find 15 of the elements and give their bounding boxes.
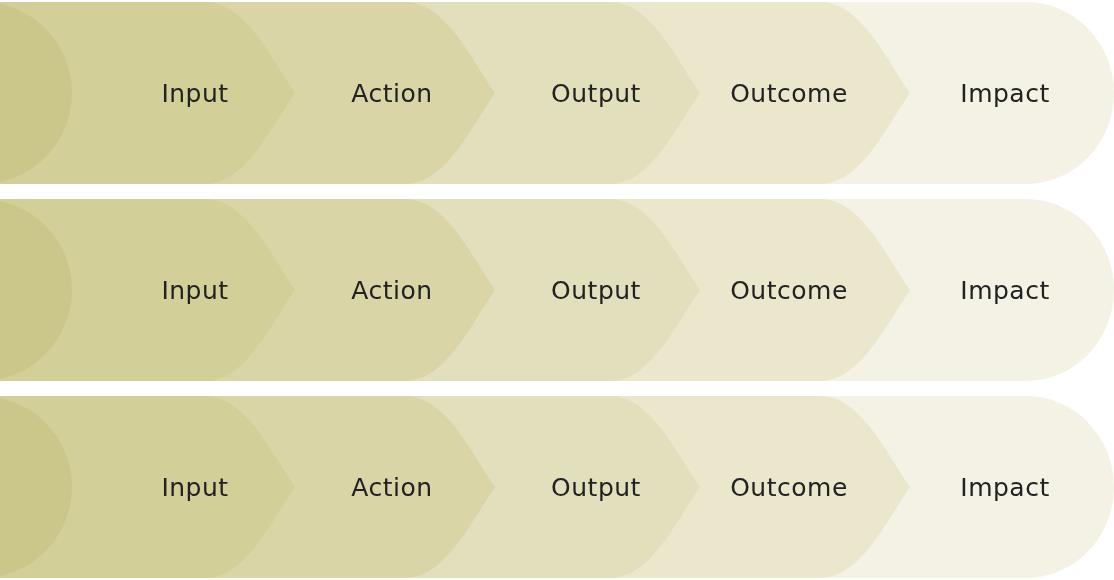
step-label: Outcome [730,275,848,305]
step-label: Impact [960,275,1050,305]
step-label: Input [161,472,229,502]
step-label: Output [551,472,641,502]
step-label: Outcome [730,78,848,108]
step-label: Input [161,78,229,108]
step-label: Action [351,275,433,305]
step-label: Input [161,275,229,305]
step-label: Outcome [730,472,848,502]
step-label: Output [551,275,641,305]
step-label: Output [551,78,641,108]
step-label: Impact [960,78,1050,108]
step-label: Impact [960,472,1050,502]
step-label: Action [351,472,433,502]
step-label: Action [351,78,433,108]
